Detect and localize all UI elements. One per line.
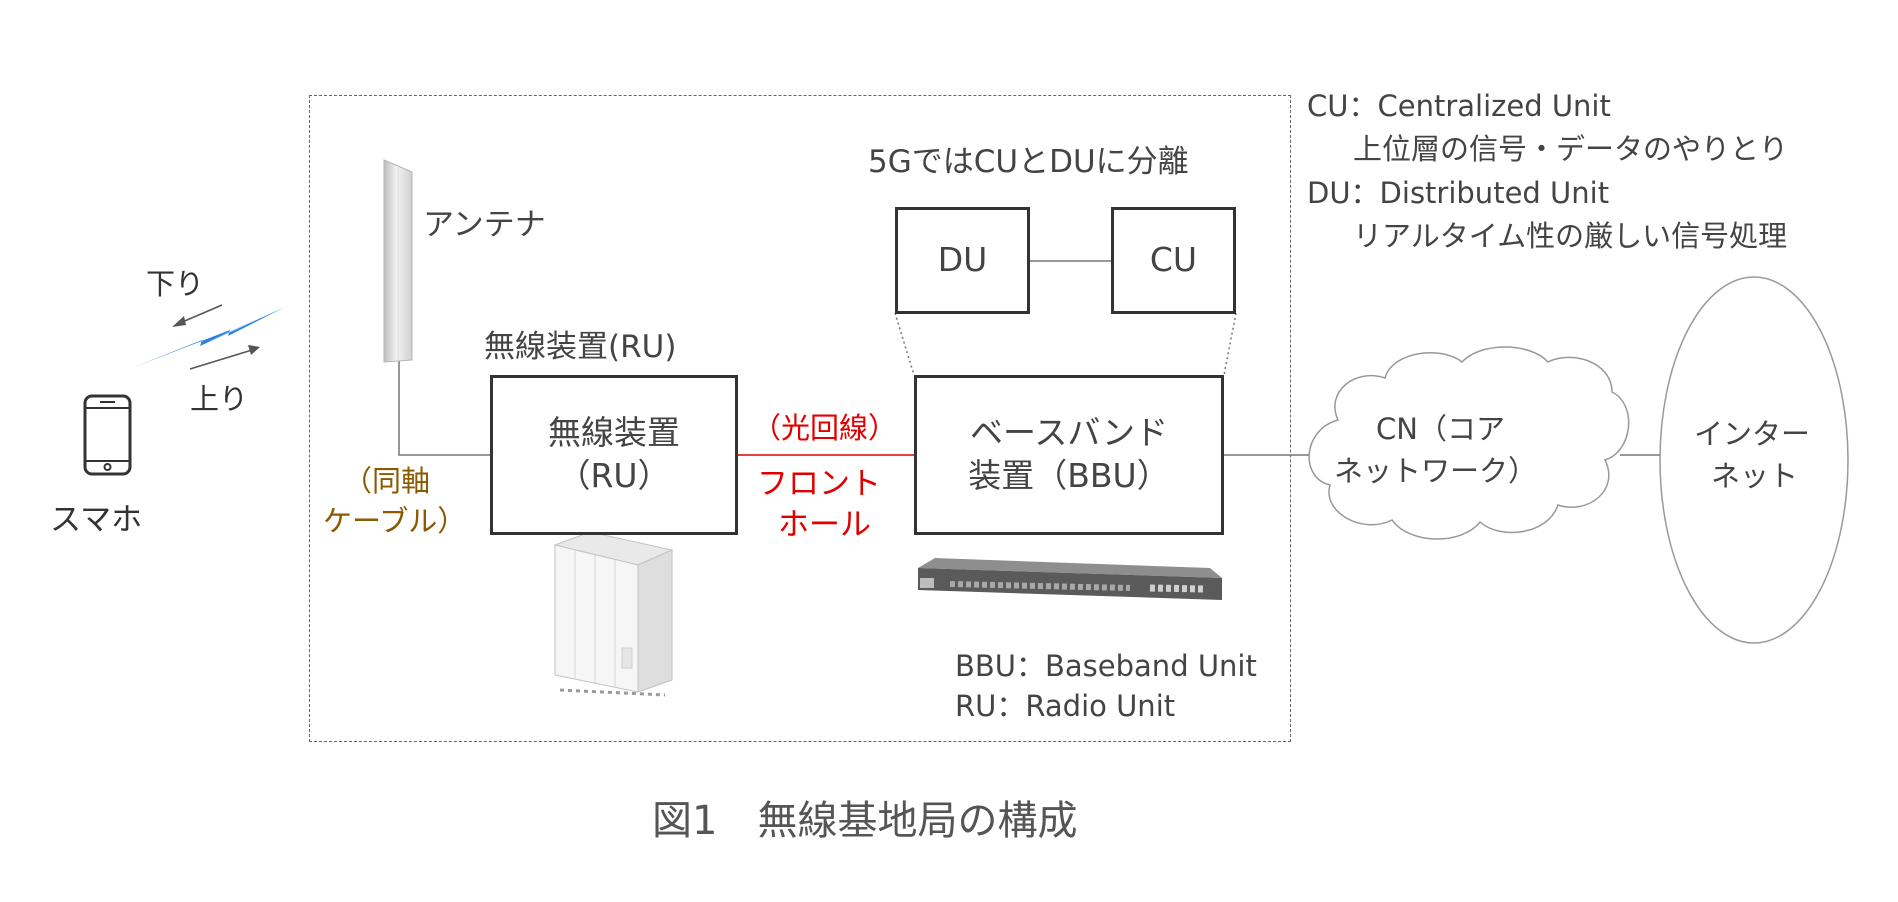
- ru-box-line1: 無線装置: [548, 413, 680, 453]
- coax-cable-label-line1: （同軸: [343, 464, 431, 498]
- figure-caption: 図1 無線基地局の構成: [652, 798, 1078, 844]
- ru-box: 無線装置 （RU）: [490, 375, 738, 535]
- coax-cable-line: [398, 360, 490, 456]
- coax-cable-label-line2: ケーブル）: [323, 504, 467, 538]
- bbu-box-line1: ベースバンド: [970, 413, 1168, 453]
- bbu-box-line2: 装置（BBU）: [968, 456, 1170, 495]
- abbr-du-desc: リアルタイム性の厳しい信号処理: [1353, 219, 1788, 253]
- du-box: DU: [895, 207, 1030, 314]
- split-heading: 5GではCUとDUに分離: [868, 144, 1189, 180]
- fronthaul-label-line3: ホール: [778, 507, 871, 543]
- internet-label-line1: インター: [1694, 417, 1811, 451]
- ru-box-line2: （RU）: [557, 456, 671, 495]
- cloud-shape: [1308, 346, 1630, 540]
- abbr-ru: RU：Radio Unit: [955, 689, 1176, 723]
- base-station-frame: [309, 95, 1291, 742]
- uplink-arrow-icon: [189, 345, 260, 370]
- phone-label: スマホ: [50, 502, 143, 538]
- core-network-label-line2: ネットワーク）: [1334, 454, 1538, 488]
- ru-title: 無線装置(RU): [484, 329, 677, 365]
- antenna-label: アンテナ: [423, 207, 546, 243]
- abbr-cu-desc: 上位層の信号・データのやりとり: [1353, 132, 1789, 166]
- internet-label-line2: ネット: [1711, 459, 1799, 493]
- downlink-label: 下り: [146, 267, 205, 301]
- internet-ellipse: [1659, 276, 1849, 644]
- abbr-du-name: DU：Distributed Unit: [1307, 176, 1610, 210]
- cu-box: CU: [1111, 207, 1236, 314]
- smartphone-icon: [83, 394, 132, 476]
- fronthaul-label-line2: フロント: [757, 466, 881, 502]
- bbu-box: ベースバンド 装置（BBU）: [914, 375, 1224, 535]
- bbu-rack-icon: [918, 558, 1222, 600]
- cu-box-label: CU: [1149, 240, 1198, 280]
- abbr-cu-name: CU：Centralized Unit: [1307, 89, 1611, 123]
- du-box-label: DU: [937, 240, 988, 280]
- antenna-panel-icon: [383, 159, 413, 363]
- split-zoom-line-left: [894, 312, 915, 376]
- core-network-label-line1: CN（コア: [1376, 412, 1505, 446]
- uplink-label: 上り: [190, 382, 249, 416]
- fronthaul-label-line1: （光回線）: [752, 411, 898, 445]
- abbr-bbu: BBU：Baseband Unit: [955, 649, 1257, 683]
- signal-bolt-icon: [132, 307, 285, 368]
- split-zoom-line-right: [1223, 312, 1237, 376]
- ru-hardware-icon: [553, 531, 674, 697]
- downlink-arrow-icon: [172, 304, 223, 327]
